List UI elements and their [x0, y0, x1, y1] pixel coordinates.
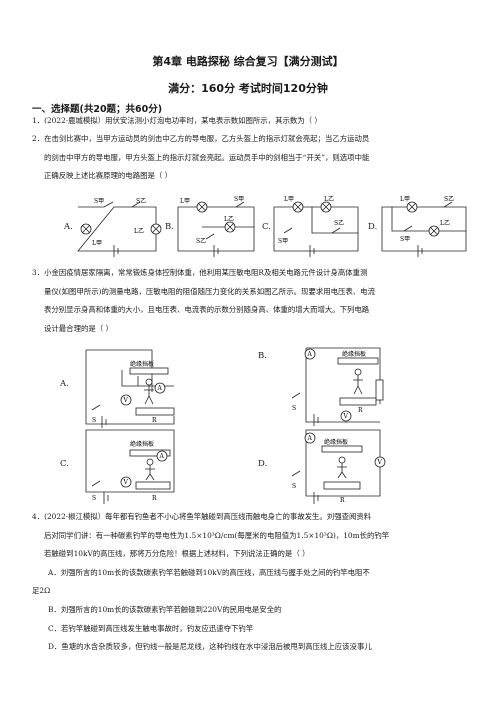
q2c-label-l-jia: L甲 [284, 196, 294, 203]
q3a-label-a: A [157, 385, 163, 392]
question-2: 2．在击剑比赛中，当甲方运动员的剑击中乙方的导电服，乙方头盔上的指示灯就会亮起；… [32, 130, 452, 186]
q2c-label-l-yi: L乙 [324, 196, 334, 203]
question-2-line-3: 正确反映上述比赛原理的电路图是（ ） [44, 171, 172, 181]
q2d-label-s-yi: S乙 [444, 196, 454, 203]
page-subtitle: 满分：160分 考试时间120分钟 [168, 82, 328, 95]
question-3-line-2: 量仪(如图甲所示)的测量电路，压敏电阻的阻值随压力变化的关系如图乙所示。现要求用… [44, 286, 375, 296]
q3d-label-a: A [307, 435, 313, 442]
q3a-label-s: S [92, 417, 96, 424]
q3-option-d: D. [258, 459, 268, 469]
question-4-line-2: 后对同学们讲：有一种碳素钓竿的导电性为1.5×10³Ω/cm(每厘米的电阻值为1… [44, 530, 390, 540]
section-heading: 一、选择题(共20题；共60分) [32, 104, 163, 115]
q3-circuit-d-diagram: A 绝缘挡板 V S R [291, 429, 386, 504]
question-2-line-2: 的剑击中甲方的导电服，甲方头盔上的指示灯就会亮起。运动员手中的剑相当于“开关”，… [44, 152, 370, 162]
q3b-label-a: A [307, 351, 313, 358]
q2c-label-s-yi: S乙 [334, 220, 344, 227]
q2b-label-s-jia: S甲 [234, 196, 244, 203]
question-2-line-1: 2．在击剑比赛中，当甲方运动员的剑击中乙方的导电服，乙方头盔上的指示灯就会亮起；… [32, 134, 370, 143]
q3-option-b: B. [258, 351, 267, 361]
q3c-label-v: V [123, 479, 129, 486]
q4-option-a-line-1: A．刘强所言的10m长的该款碳素钓竿若触碰到10kV的高压线，高压线与握手处之间… [48, 567, 370, 577]
q4-option-a-line-2: 足2Ω [32, 586, 51, 596]
q3b-label-s: S [292, 405, 296, 412]
question-4-line-3: 若触碰到10kV的高压线，那将万分危险！根据上述材料，下列说法正确的是（ ） [44, 549, 310, 559]
q2a-label-s-jia: S甲 [94, 198, 104, 205]
question-1-text: 1．(2022·鹿城模拟）用伏安法测小灯泡电功率时，某电表示数如图所示，其示数为… [32, 116, 322, 125]
question-4-line-1: 4．(2022·椒江模拟）每年都有钓鱼者不小心将鱼竿触碰到高压线而触电身亡的事故… [32, 512, 372, 521]
q2d-label-l-jia: L甲 [400, 196, 410, 203]
question-3: 3．小金因疫情居家隔离，常常锻炼身体控制体重，他利用某压敏电阻R及相关电路元件设… [32, 264, 452, 338]
question-1: 1．(2022·鹿城模拟）用伏安法测小灯泡电功率时，某电表示数如图所示，其示数为… [32, 112, 452, 131]
q2-circuit-d-diagram: L甲 S乙 S甲 L乙 [381, 196, 467, 257]
q3-option-a: A. [60, 379, 69, 389]
q3c-label-s: S [92, 495, 96, 502]
q2b-label-l-jia: L甲 [180, 198, 190, 205]
q2-option-d: D. [368, 222, 378, 232]
q3d-label-board: 绝缘挡板 [324, 438, 348, 446]
q2d-label-s-jia: S甲 [400, 236, 410, 243]
q3b-label-board: 绝缘挡板 [342, 350, 366, 358]
page-title: 第4章 电路探秘 综合复习【满分测试】 [152, 55, 344, 68]
q3a-label-board: 绝缘挡板 [130, 360, 154, 368]
question-3-line-4: 设计最合理的是（ ） [44, 323, 113, 333]
q3-circuit-c-diagram: 绝缘挡板 A V S R [85, 429, 175, 504]
question-3-line-1: 3．小金因疫情居家隔离，常常锻炼身体控制体重，他利用某压敏电阻R及相关电路元件设… [32, 268, 368, 277]
q4-option-b: B．刘强所言的10m长的该款碳素钓竿若触碰到220V的民用电是安全的 [48, 604, 282, 614]
q2-option-b: B. [165, 222, 174, 232]
q3d-label-v: V [377, 459, 383, 466]
q3c-label-a: A [159, 453, 165, 460]
q3d-label-r: R [340, 497, 345, 504]
q3-circuit-a-diagram: 绝缘挡板 A V S R [85, 349, 175, 428]
q2-circuit-a-diagram: S甲 S乙 L甲 L乙 [77, 198, 162, 257]
q3a-label-r: R [152, 417, 157, 424]
q3c-label-board: 绝缘挡板 [130, 440, 154, 448]
question-3-line-3: 表分别显示身高和体重的大小，且电压表、电流表的示数分别随身高、体重的增大而增大。… [44, 305, 370, 315]
q2-circuit-c-diagram: L甲 L乙 S甲 S乙 [273, 196, 359, 257]
q3-circuit-b-diagram: A 绝缘挡板 S R V [291, 347, 384, 426]
q2-circuit-b-diagram: L甲 S甲 L乙 S乙 [177, 196, 255, 257]
q4-option-c: C．若钓竿触碰到高压线发生触电事故时，钓友应迅速夺下钓竿 [48, 623, 254, 633]
question-4: 4．(2022·椒江模拟）每年都有钓鱼者不小心将鱼竿触碰到高压线而触电身亡的事故… [32, 508, 452, 657]
q2a-label-l-jia: L甲 [92, 240, 102, 247]
q2a-label-l-yi: L乙 [134, 228, 144, 235]
q2c-label-s-jia: S甲 [278, 238, 288, 245]
q2a-label-s-yi: S乙 [136, 198, 146, 205]
q2d-label-l-yi: L乙 [440, 220, 450, 227]
q2-option-c: C. [262, 222, 271, 232]
q4-option-d: D．鱼塘的水含杂质较多，但钓线一般是尼龙线，这种钓线在水中浸泡后被甩到高压线上应… [48, 642, 372, 652]
q2b-label-s-yi: S乙 [196, 238, 206, 245]
q3b-label-v: V [343, 413, 349, 420]
q3c-label-r: R [152, 495, 157, 502]
q2-option-a: A. [64, 222, 73, 232]
q3a-label-v: V [123, 397, 129, 404]
q3d-label-s: S [292, 483, 296, 490]
q3-option-c: C. [60, 459, 69, 469]
q3b-label-r: R [358, 407, 363, 414]
q2b-label-l-yi: L乙 [224, 216, 234, 223]
